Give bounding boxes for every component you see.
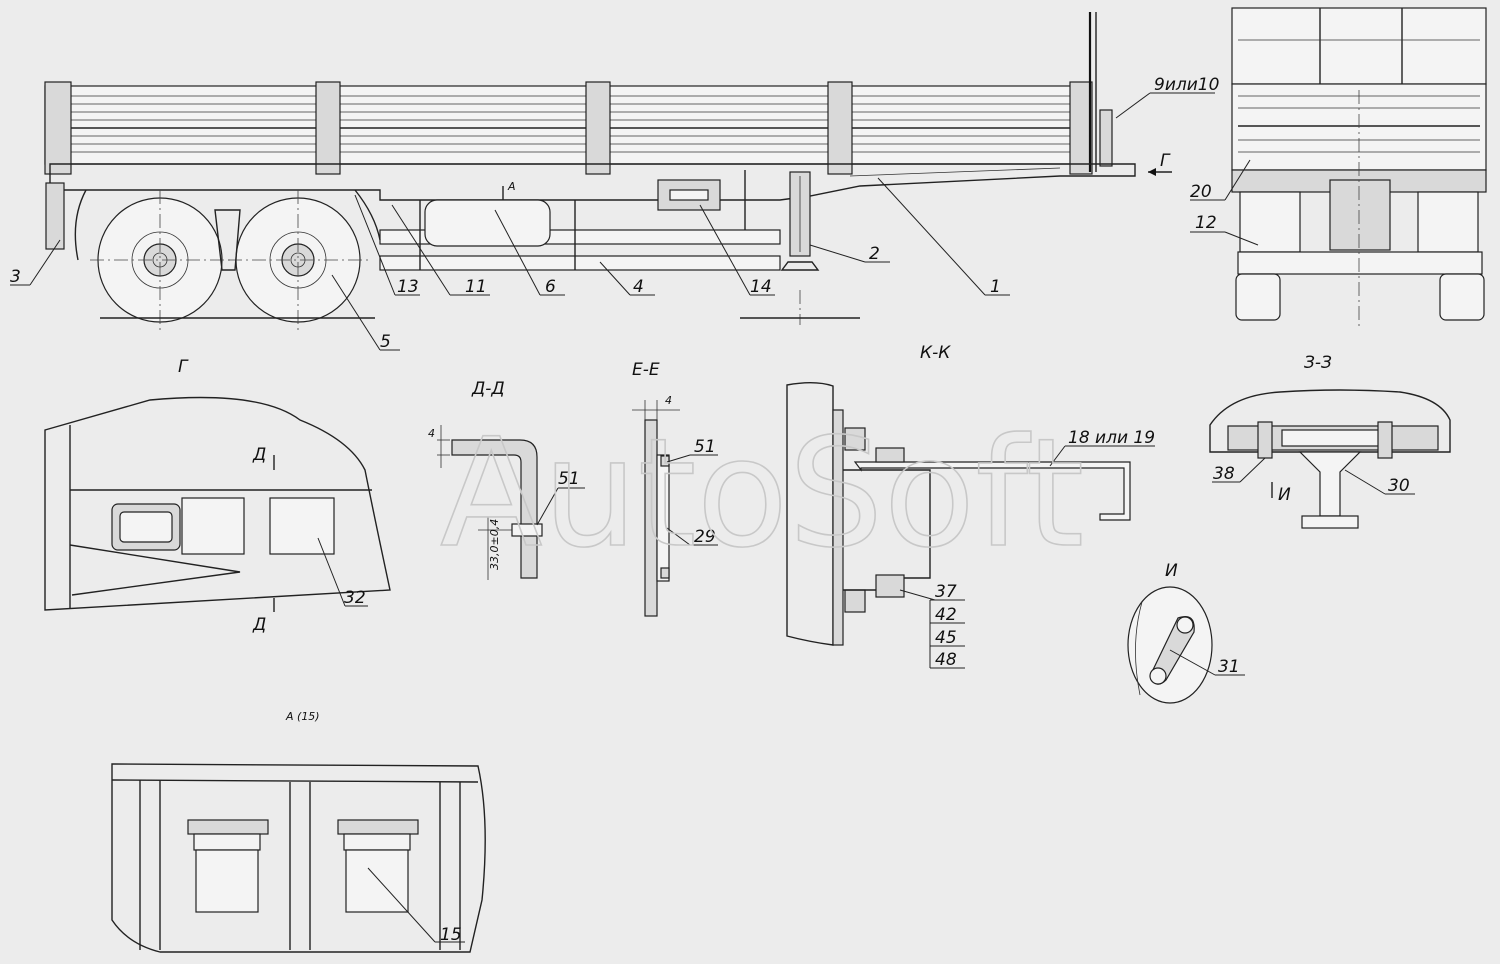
view-title-g: Г — [178, 357, 189, 377]
view-title-e-e: Е-Е — [632, 360, 660, 380]
wheel-front — [228, 190, 368, 330]
callout-31: 31 — [1218, 657, 1240, 677]
callout-45: 45 — [935, 628, 957, 648]
section-mark-d-bottom: Д — [252, 615, 266, 635]
landing-gear — [740, 171, 860, 325]
view-title-z-z: З-З — [1304, 353, 1332, 373]
autosoft-watermark: AutoSoft — [440, 407, 1084, 581]
view-title-k-k: К-К — [920, 343, 951, 363]
callout-48: 48 — [935, 650, 957, 670]
callout-38: 38 — [1213, 464, 1235, 484]
side-view-leaders — [10, 92, 1215, 351]
section-k-k: К-К 37 42 45 48 18 или 19 — [786, 343, 1155, 670]
dim-ee-small: 4 — [665, 394, 672, 407]
dim-dd-small: 4 — [428, 427, 435, 440]
callout-15: 15 — [440, 925, 462, 945]
view-title-d-d: Д-Д — [471, 379, 505, 399]
dim-dd-vert: 33,0±0,4 — [488, 519, 501, 570]
section-mark-a: А — [507, 180, 516, 193]
callout-2: 2 — [869, 244, 880, 264]
callout-3: 3 — [10, 267, 21, 287]
callout-18-or-19: 18 или 19 — [1068, 428, 1155, 448]
callout-51-ee: 51 — [694, 437, 716, 457]
callout-5: 5 — [380, 332, 391, 352]
section-mark-i: И — [1278, 485, 1291, 505]
view-i: И 31 — [1127, 561, 1245, 704]
section-z-z: З-З 38 30 И — [1209, 353, 1451, 529]
callout-37: 37 — [935, 582, 957, 602]
section-mark-d-top: Д — [252, 445, 266, 465]
callout-6: 6 — [545, 277, 556, 297]
section-mark-g: Г — [1160, 151, 1171, 171]
view-title-i: И — [1165, 561, 1178, 581]
callout-1: 1 — [990, 277, 1001, 297]
callout-12: 12 — [1195, 213, 1217, 233]
callout-11: 11 — [465, 277, 487, 297]
section-e-e: Е-Е 4 51 29 — [632, 360, 718, 617]
rear-view: 20 12 — [1190, 7, 1487, 330]
callout-30: 30 — [1388, 476, 1410, 496]
wheel-rear — [90, 190, 230, 330]
side-board-ribs — [60, 95, 1085, 153]
view-g: Г Д Д 32 — [44, 357, 391, 635]
section-d-d: Д-Д 4 33,0±0,4 51 — [428, 379, 585, 580]
callout-4: 4 — [633, 277, 644, 297]
board-posts — [44, 81, 1093, 175]
view-title-a15: А (15) — [285, 710, 320, 723]
callout-14: 14 — [750, 277, 772, 297]
callout-20: 20 — [1190, 182, 1212, 202]
callout-9-or-10: 9или10 — [1154, 75, 1219, 95]
callout-32: 32 — [344, 588, 366, 608]
callout-51-dd: 51 — [558, 469, 580, 489]
view-a15: А (15) 15 — [111, 710, 486, 953]
callout-29: 29 — [694, 527, 716, 547]
callout-42: 42 — [935, 605, 957, 625]
side-view-semitrailer: Г А 3 5 13 11 6 4 14 2 1 9или10 — [10, 12, 1219, 352]
callout-13: 13 — [397, 277, 419, 297]
